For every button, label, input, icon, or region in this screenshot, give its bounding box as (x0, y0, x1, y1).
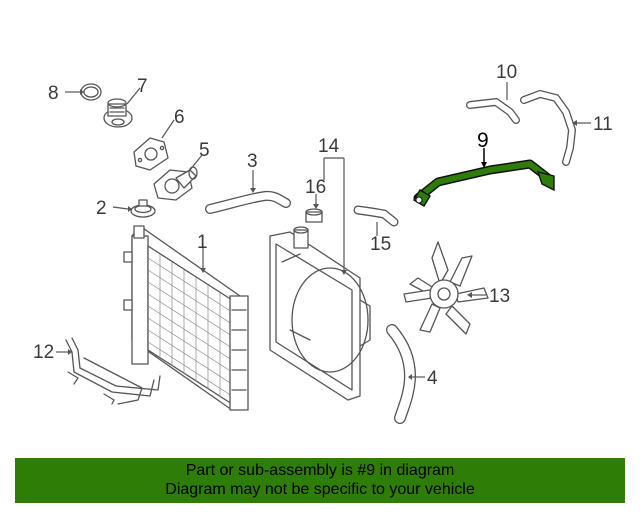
part-6-gasket[interactable] (133, 137, 169, 171)
part-9-water-pipe-highlighted[interactable] (413, 159, 555, 207)
callout-7: 7 (137, 76, 148, 97)
part-14-fan-shroud[interactable] (269, 226, 371, 401)
part-12-oil-cooler-lines[interactable] (65, 337, 161, 405)
callout-12: 12 (33, 342, 54, 363)
callout-5: 5 (199, 140, 210, 161)
part-7-thermostat[interactable] (103, 98, 133, 128)
part-11-heater-hose[interactable] (520, 89, 577, 166)
callout-13: 13 (489, 286, 510, 307)
part-3-upper-hose[interactable] (205, 190, 291, 214)
callout-8: 8 (48, 83, 59, 104)
part-16-clip[interactable] (305, 208, 323, 223)
callout-14: 14 (318, 136, 340, 157)
cooling-system-diagram: 8 7 6 5 2 3 (33, 62, 613, 424)
callout-15: 15 (370, 234, 391, 255)
part-2-radiator-cap[interactable] (130, 199, 156, 218)
part-13-fan[interactable] (403, 241, 489, 335)
part-15-small-hose[interactable] (353, 205, 399, 227)
callout-11: 11 (593, 114, 613, 135)
callout-1: 1 (197, 232, 208, 253)
part-10-bypass-hose[interactable] (466, 97, 520, 124)
info-banner: Part or sub-assembly is #9 in diagram Di… (15, 458, 625, 503)
part-5-water-inlet[interactable] (153, 166, 198, 201)
callout-9: 9 (477, 129, 489, 152)
callout-10: 10 (496, 62, 517, 83)
callout-4: 4 (427, 368, 438, 389)
callout-3: 3 (247, 151, 258, 172)
callout-16: 16 (305, 177, 326, 198)
banner-line-2: Diagram may not be specific to your vehi… (165, 481, 475, 498)
part-1-radiator[interactable] (123, 225, 249, 411)
part-4-lower-hose[interactable] (386, 324, 417, 424)
callout-2: 2 (96, 198, 107, 219)
banner-line-1: Part or sub-assembly is #9 in diagram (185, 462, 455, 479)
callout-6: 6 (174, 107, 185, 128)
